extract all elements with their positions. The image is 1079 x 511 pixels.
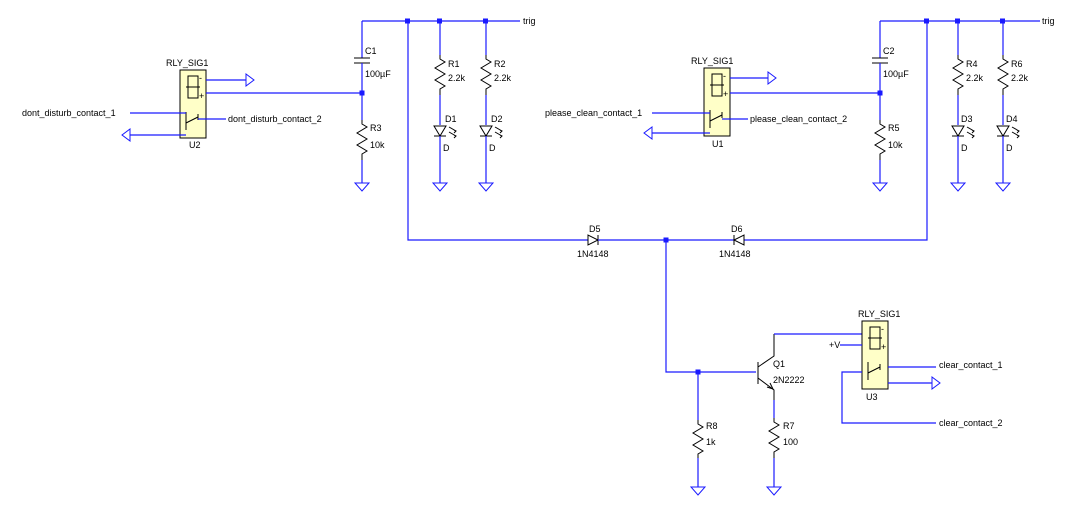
wire <box>407 21 588 241</box>
led-d3-ref: D3 <box>961 114 973 124</box>
resistor-r6-ref: R6 <box>1011 59 1023 69</box>
ground-symbol <box>994 182 1012 192</box>
capacitor-c1-ref: C1 <box>365 46 377 56</box>
transistor-q1 <box>757 334 775 400</box>
resistor-r4-ref: R4 <box>966 59 978 69</box>
net-label-clear-2: clear_contact_2 <box>939 418 1003 428</box>
resistor-r1-ref: R1 <box>448 59 460 69</box>
ground-symbol <box>477 182 495 192</box>
diode-d6-value: 1N4148 <box>719 249 751 259</box>
resistor-r1-value: 2.2k <box>448 73 466 83</box>
diode-d5 <box>587 234 600 246</box>
relay-u3-switch <box>867 362 881 380</box>
ground-symbol <box>871 182 889 192</box>
driver-section: D5 1N4148 D6 1N4148 R8 1k Q1 2N2222 <box>407 21 1003 496</box>
capacitor-c1 <box>354 57 370 64</box>
net-label-please-clean-2: please_clean_contact_2 <box>750 114 847 124</box>
net-label-dont-disturb-2: dont_disturb_contact_2 <box>228 114 322 124</box>
resistor-r3 <box>356 120 368 160</box>
resistor-r5-ref: R5 <box>888 123 900 133</box>
led-d4-ref: D4 <box>1006 114 1018 124</box>
diode-d6 <box>732 234 745 246</box>
resistor-r5-value: 10k <box>888 140 903 150</box>
relay-u3-type: RLY_SIG1 <box>858 309 900 319</box>
resistor-r6-value: 2.2k <box>1011 73 1029 83</box>
capacitor-c1-value: 100µF <box>365 69 391 79</box>
led-d2-ref: D2 <box>491 114 503 124</box>
net-label-plus-v: +V <box>829 340 840 350</box>
relay-u1-type: RLY_SIG1 <box>691 56 733 66</box>
resistor-r7 <box>768 418 780 458</box>
resistor-r1 <box>434 55 446 95</box>
net-label-please-clean-1: please_clean_contact_1 <box>545 108 642 118</box>
net-label-trig-left: trig <box>523 16 536 26</box>
wire <box>744 21 928 241</box>
relay-u1-pin-plus: + <box>723 89 728 99</box>
relay-u2-pin-minus: - <box>199 73 202 83</box>
transistor-q1-ref: Q1 <box>773 359 785 369</box>
resistor-r2-ref: R2 <box>494 59 506 69</box>
resistor-r7-ref: R7 <box>783 421 795 431</box>
ground-symbol <box>765 486 783 496</box>
right-section: trig C2 100µF R5 10k R4 2.2k D3 D <box>545 16 1055 192</box>
led-d3 <box>951 125 975 139</box>
left-section: trig C1 100µF R3 10k R1 2.2k D1 D <box>22 16 536 192</box>
relay-u2-pin-plus: + <box>199 91 204 101</box>
net-label-trig-right: trig <box>1042 16 1055 26</box>
ground-symbol <box>767 71 777 85</box>
resistor-r4-value: 2.2k <box>966 73 984 83</box>
resistor-r8-value: 1k <box>706 437 716 447</box>
relay-u2 <box>179 69 207 139</box>
relay-u1 <box>703 67 731 137</box>
led-d4 <box>996 125 1020 139</box>
resistor-r6 <box>997 55 1009 95</box>
led-d1-ref: D1 <box>445 114 457 124</box>
resistor-r7-value: 100 <box>783 437 798 447</box>
transistor-q1-value: 2N2222 <box>773 375 805 385</box>
capacitor-c2-ref: C2 <box>883 46 895 56</box>
diode-d5-value: 1N4148 <box>577 249 609 259</box>
resistor-r8-ref: R8 <box>706 421 718 431</box>
ground-symbol <box>245 73 255 87</box>
relay-u2-ref: U2 <box>189 140 201 150</box>
relay-u1-ref: U1 <box>712 139 724 149</box>
resistor-r4 <box>952 55 964 95</box>
net-label-dont-disturb-1: dont_disturb_contact_1 <box>22 108 116 118</box>
ground-symbol <box>949 182 967 192</box>
capacitor-c2 <box>872 57 888 64</box>
capacitor-c2-value: 100µF <box>883 69 909 79</box>
led-d4-value: D <box>1006 143 1013 153</box>
led-d3-value: D <box>961 143 968 153</box>
relay-u3 <box>861 320 889 390</box>
ground-symbol <box>353 182 371 192</box>
led-d1 <box>433 125 457 139</box>
relay-u2-type: RLY_SIG1 <box>166 58 208 68</box>
relay-u1-pin-minus: - <box>723 71 726 81</box>
diode-d6-ref: D6 <box>731 224 743 234</box>
wire <box>841 371 936 424</box>
resistor-r2-value: 2.2k <box>494 73 512 83</box>
relay-u3-ref: U3 <box>866 392 878 402</box>
ground-symbol <box>643 126 653 140</box>
led-d2 <box>479 125 503 139</box>
resistor-r3-ref: R3 <box>370 123 382 133</box>
wire <box>665 240 756 373</box>
net-label-clear-1: clear_contact_1 <box>939 360 1003 370</box>
ground-symbol <box>121 128 131 142</box>
resistor-r8 <box>692 420 704 458</box>
resistor-r5 <box>874 120 886 160</box>
ground-symbol <box>689 486 707 496</box>
relay-u3-pin-minus: - <box>881 324 884 334</box>
ground-symbol <box>431 182 449 192</box>
resistor-r3-value: 10k <box>370 140 385 150</box>
ground-symbol <box>931 376 941 390</box>
led-d1-value: D <box>443 143 450 153</box>
diode-d5-ref: D5 <box>589 224 601 234</box>
led-d2-value: D <box>489 143 496 153</box>
resistor-r2 <box>480 55 492 95</box>
relay-u3-pin-plus: + <box>881 342 886 352</box>
